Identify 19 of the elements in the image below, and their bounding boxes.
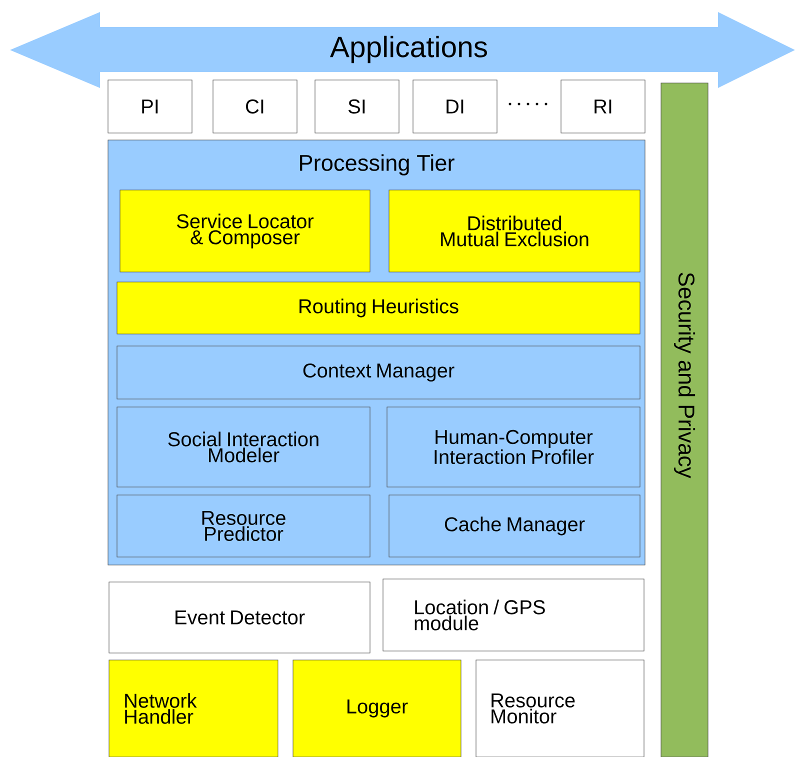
module-box: Service Locator & Composer xyxy=(120,190,370,272)
module-box: Network Handler xyxy=(108,660,278,757)
module-box: Human-Computer Interaction Profiler xyxy=(386,406,640,488)
module-box: DI xyxy=(412,80,498,134)
module-box: Routing Heuristics xyxy=(116,282,640,334)
module-box: Context Manager xyxy=(116,346,640,400)
module-box: Event Detector xyxy=(108,582,370,654)
module-box: Social Interaction Modeler xyxy=(116,406,370,488)
module-box: Resource Monitor xyxy=(476,660,644,757)
module-box: Resource Predictor xyxy=(116,494,370,558)
module-box: Location / GPS module xyxy=(382,578,644,652)
module-box: SI xyxy=(314,80,400,134)
module-box: PI xyxy=(108,80,192,134)
module-box: Cache Manager xyxy=(388,494,640,558)
module-box: RI xyxy=(560,80,646,134)
module-box: CI xyxy=(212,80,298,134)
module-box: Distributed Mutual Exclusion xyxy=(388,190,640,272)
module-box: Logger xyxy=(292,660,462,757)
vertical-band: Security and Privacy xyxy=(660,82,708,757)
